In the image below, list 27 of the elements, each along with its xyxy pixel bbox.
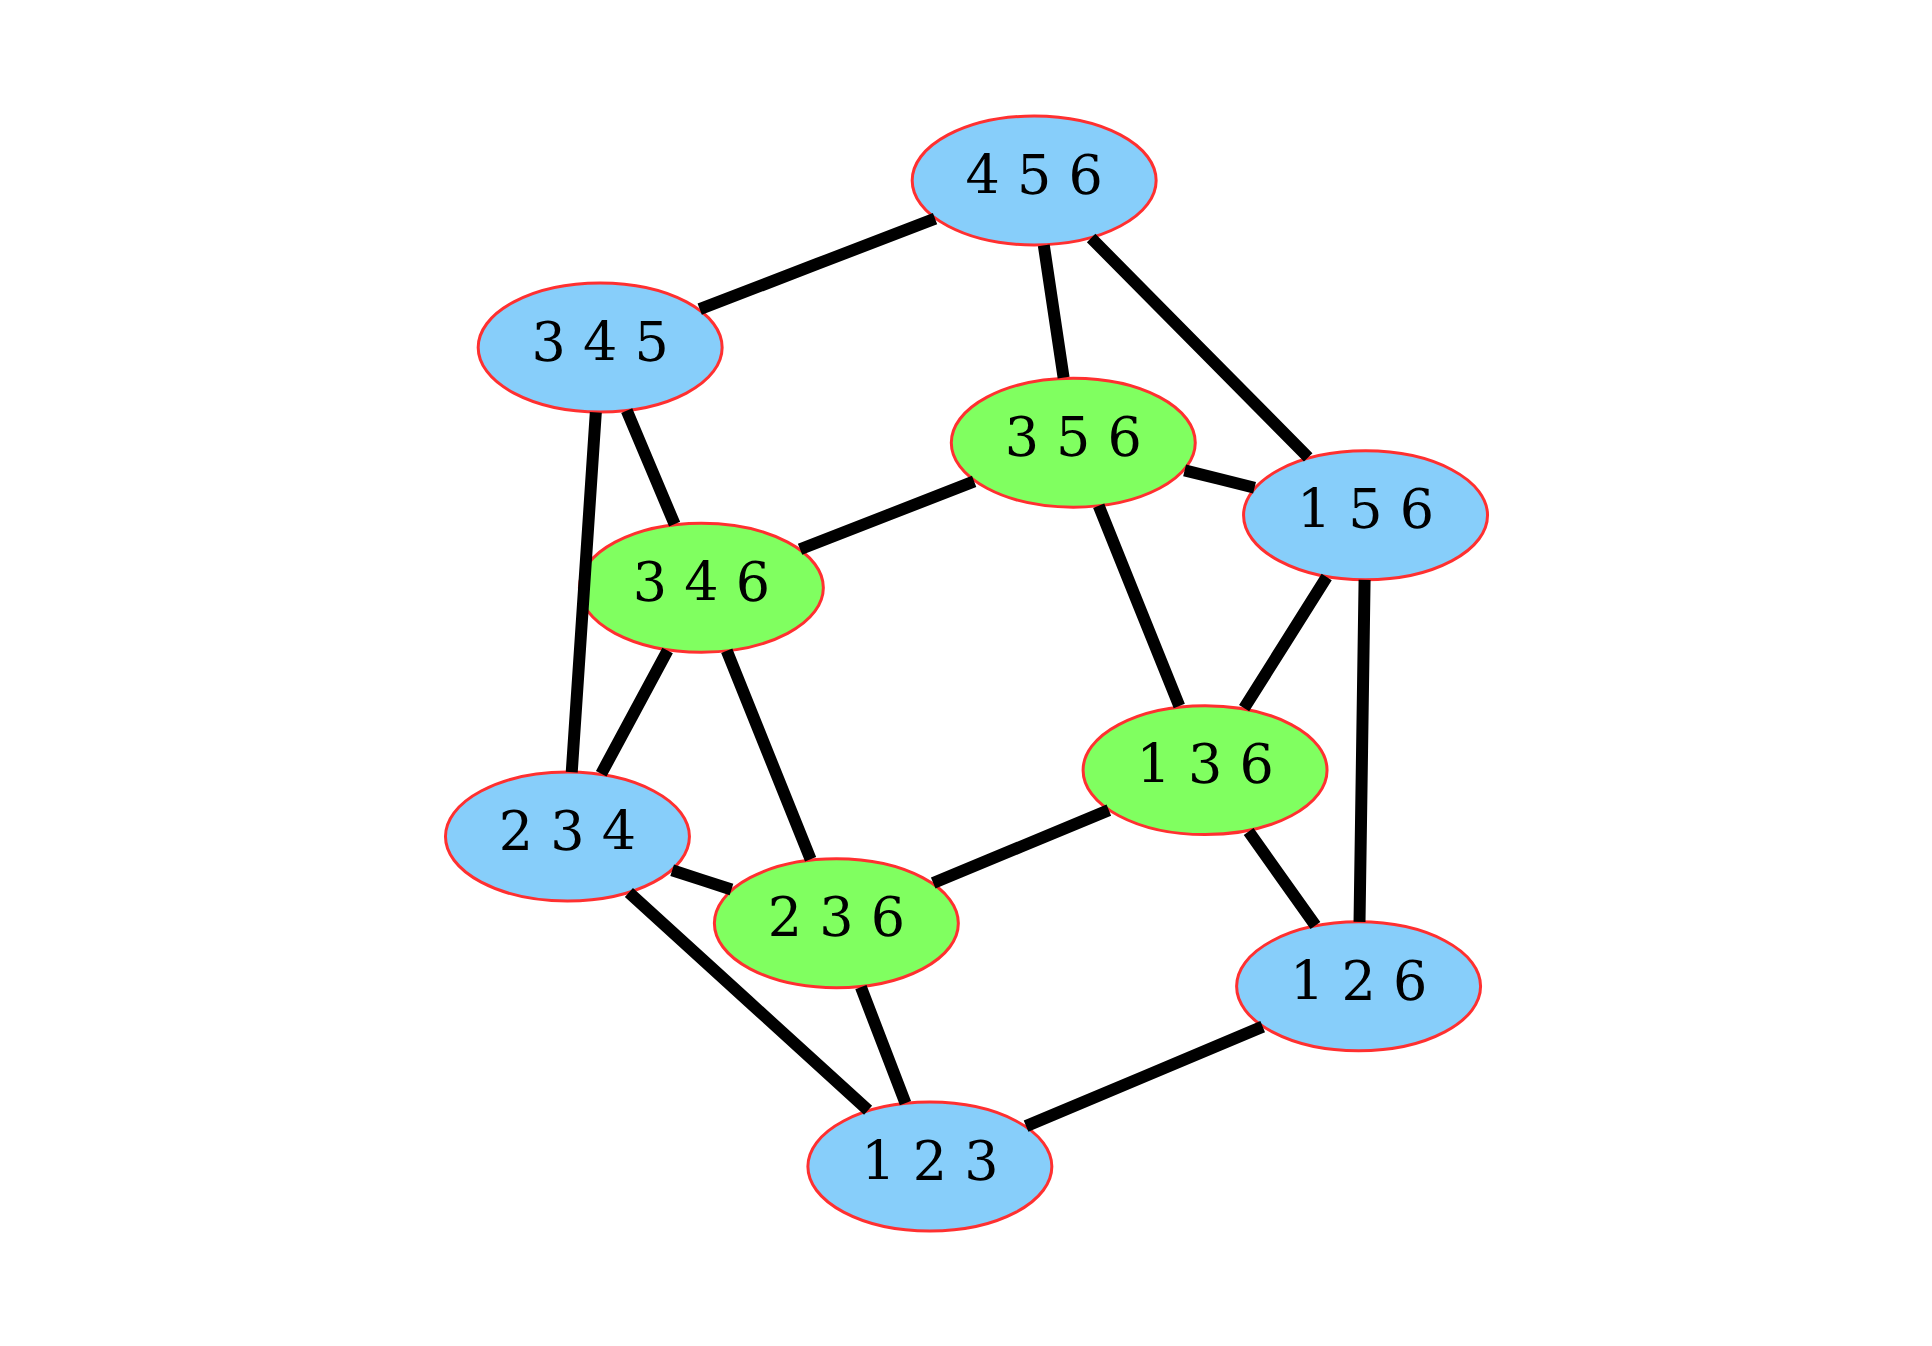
connector: [1243, 827, 1320, 929]
connector: [669, 864, 733, 895]
connector: [797, 475, 976, 555]
connector: [1086, 233, 1312, 462]
node-ellipse: 2 3 6: [712, 856, 960, 989]
node-ellipse: 1 5 6: [1241, 448, 1489, 581]
connector: [1023, 1020, 1265, 1132]
connector: [624, 887, 872, 1115]
node-ellipse: 2 3 4: [443, 770, 691, 902]
node-ellipse: 1 2 3: [805, 1100, 1053, 1232]
connector: [1238, 573, 1332, 711]
connector: [1092, 503, 1185, 708]
connector: [565, 411, 602, 772]
connector: [620, 407, 680, 527]
node-ellipse: 1 3 6: [1081, 703, 1329, 836]
node-ellipse: 3 4 5: [476, 281, 724, 413]
connector: [595, 647, 673, 777]
node-ellipse: 3 5 6: [949, 376, 1197, 509]
node-ellipse: 4 5 6: [910, 114, 1158, 246]
connector: [1182, 464, 1256, 494]
connector: [697, 212, 937, 315]
connector: [930, 804, 1111, 889]
connector: [1353, 579, 1371, 922]
connector: [720, 648, 816, 862]
connector: [854, 984, 911, 1105]
node-ellipse: 1 2 6: [1234, 919, 1482, 1052]
connector: [1037, 243, 1070, 379]
